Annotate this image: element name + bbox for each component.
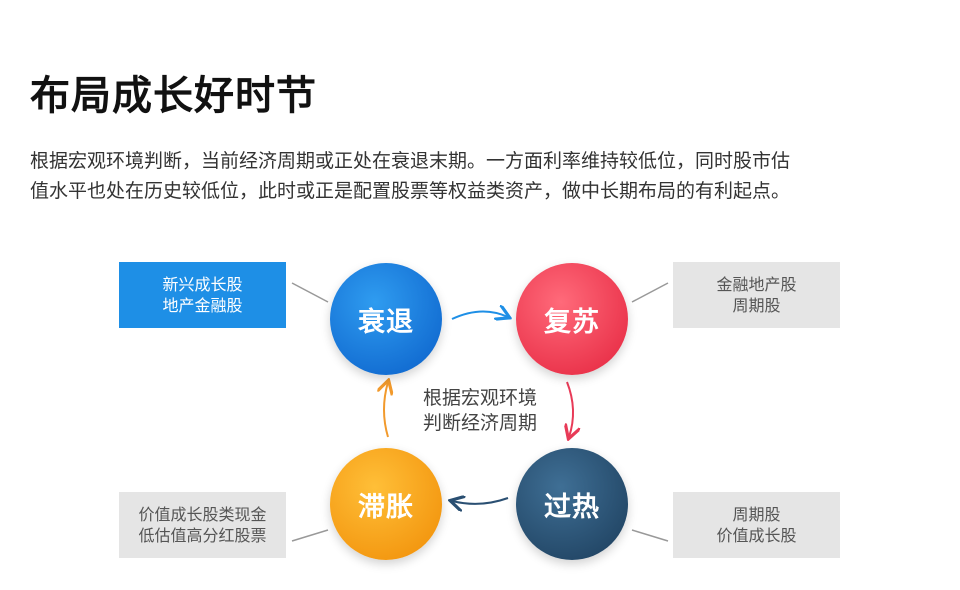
recession-phase-circle: 衰退 (330, 263, 442, 375)
arrow-stagflation-to-recession (384, 382, 388, 438)
arrow-recovery-to-overheat (567, 381, 573, 437)
recession-sector-line-1: 新兴成长股 (162, 275, 243, 294)
cycle-center-caption: 根据宏观环境 判断经济周期 (400, 386, 560, 436)
overheat-phase-circle: 过热 (516, 448, 628, 560)
stagflation-phase-circle: 滞胀 (330, 448, 442, 560)
recovery-phase-circle: 复苏 (516, 263, 628, 375)
overheat-sector-box: 周期股 价值成长股 (673, 492, 840, 558)
recovery-sector-line-2: 周期股 (732, 296, 781, 315)
stagflation-phase-label: 滞胀 (358, 491, 414, 523)
recovery-sector-line-1: 金融地产股 (716, 275, 797, 294)
center-caption-line-2: 判断经济周期 (422, 412, 537, 434)
page-description: 根据宏观环境判断，当前经济周期或正处在衰退末期。一方面利率维持较低位，同时股市估… (30, 146, 935, 206)
stagflation-sector-box: 价值成长股类现金 低估值高分红股票 (119, 492, 286, 558)
leader-line-overheat (631, 529, 669, 542)
leader-line-recovery (631, 282, 669, 303)
overheat-sector-line-1: 周期股 (732, 505, 781, 524)
recession-sector-box: 新兴成长股 地产金融股 (119, 262, 286, 328)
stagflation-sector-line-2: 低估值高分红股票 (138, 526, 267, 545)
recession-sector-line-2: 地产金融股 (162, 296, 243, 315)
arrow-recession-to-recovery (451, 311, 508, 319)
recovery-phase-label: 复苏 (544, 306, 600, 338)
overheat-sector-line-2: 价值成长股 (716, 526, 797, 545)
arrow-overheat-to-stagflation (452, 498, 509, 504)
leader-line-recession (291, 282, 329, 303)
recession-phase-label: 衰退 (358, 306, 414, 338)
overheat-phase-label: 过热 (544, 491, 600, 523)
description-line-1: 根据宏观环境判断，当前经济周期或正处在衰退末期。一方面利率维持较低位，同时股市估 (30, 150, 791, 172)
leader-line-stagflation (291, 529, 329, 542)
stagflation-sector-line-1: 价值成长股类现金 (138, 505, 267, 524)
center-caption-line-1: 根据宏观环境 (422, 387, 537, 409)
description-line-2: 值水平也处在历史较低位，此时或正是配置股票等权益类资产，做中长期布局的有利起点。 (30, 180, 791, 202)
page-title: 布局成长好时节 (30, 73, 317, 119)
recovery-sector-box: 金融地产股 周期股 (673, 262, 840, 328)
